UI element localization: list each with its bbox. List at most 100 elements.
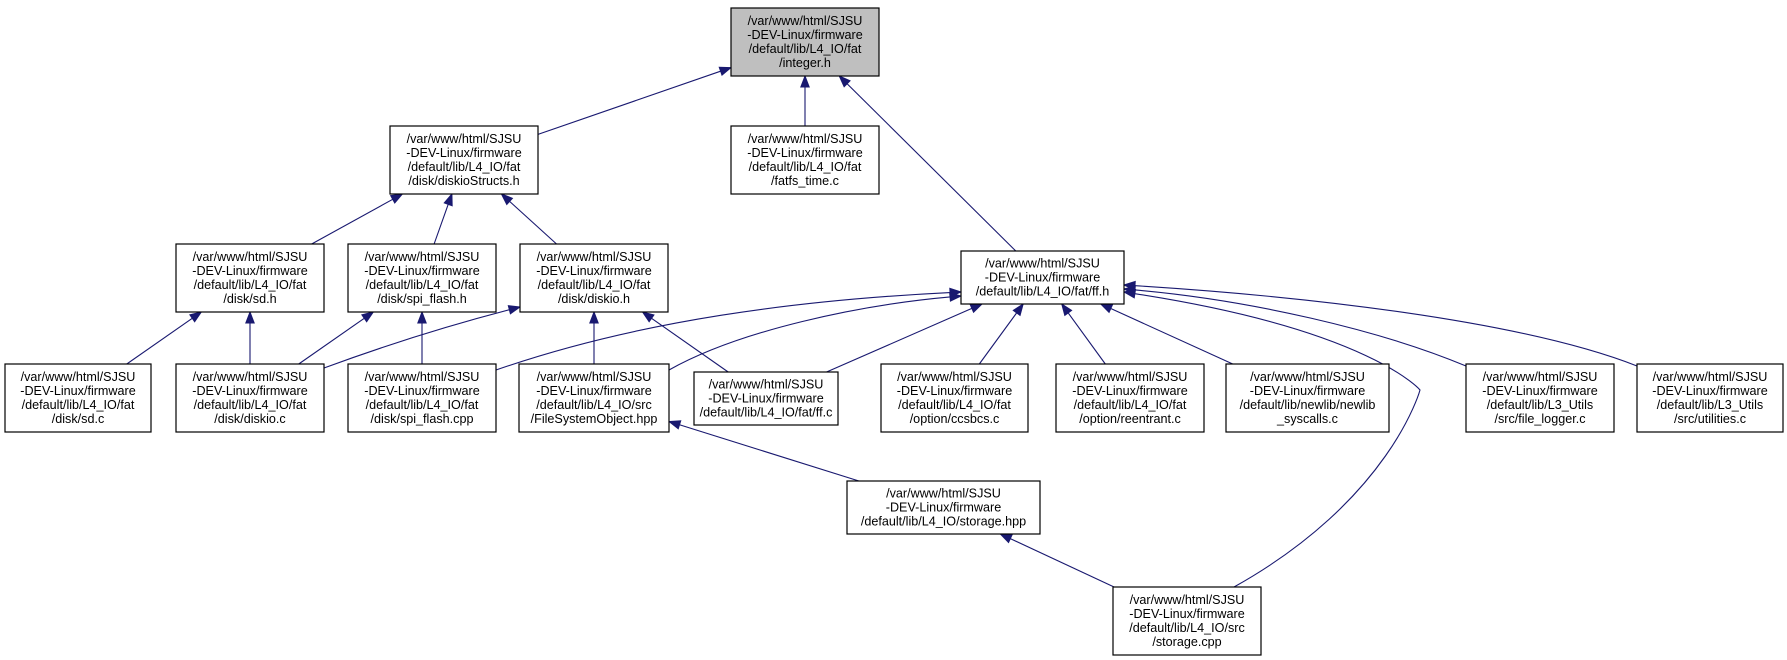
file-node-ff-h-label-line: /var/www/html/SJSU	[985, 257, 1100, 271]
file-node-sd-h-label-line: /default/lib/L4_IO/fat	[194, 278, 307, 292]
edge-newlib-syscalls-c-to-ff-h	[1110, 308, 1233, 365]
file-node-ff-c-label-line: /var/www/html/SJSU	[709, 378, 824, 392]
file-node-spi-flash-cpp-label-line: -DEV-Linux/firmware	[364, 384, 479, 398]
edge-diskioStructs-h-to-integer-h	[537, 70, 721, 135]
file-node-integer-h-label-line: /default/lib/L4_IO/fat	[749, 42, 862, 56]
edge-ff-c-to-ff-h-arrowhead	[969, 303, 984, 314]
edge-storage-hpp-to-FileSystemObject-hpp	[679, 424, 860, 482]
file-node-file-logger-c[interactable]: /var/www/html/SJSU-DEV-Linux/firmware/de…	[1465, 363, 1615, 433]
edge-spi-flash-h-to-diskioStructs-h-arrowhead	[443, 192, 453, 207]
file-node-fatfs-time-c[interactable]: /var/www/html/SJSU-DEV-Linux/firmware/de…	[730, 125, 880, 195]
file-node-newlib-syscalls-c-label-line: /var/www/html/SJSU	[1250, 370, 1365, 384]
file-node-ff-h-label-line: /default/lib/L4_IO/fat/ff.h	[976, 285, 1110, 299]
file-node-diskio-c-label-line: /default/lib/L4_IO/fat	[194, 398, 307, 412]
file-node-diskio-c-label-line: /var/www/html/SJSU	[193, 370, 308, 384]
file-node-sd-h[interactable]: /var/www/html/SJSU-DEV-Linux/firmware/de…	[175, 243, 325, 313]
edge-newlib-syscalls-c-to-ff-h-arrowhead	[1099, 303, 1114, 314]
edge-diskioStructs-h-to-integer-h-arrowhead	[718, 66, 733, 77]
file-node-sd-c-label-line: /var/www/html/SJSU	[21, 370, 136, 384]
edge-reentrant-c-to-ff-h-arrowhead	[1060, 302, 1073, 317]
file-node-ff-h[interactable]: /var/www/html/SJSU-DEV-Linux/firmware/de…	[960, 250, 1125, 305]
file-node-ccsbcs-c-box	[880, 363, 1029, 433]
edge-diskio-c-to-spi-flash-h	[298, 317, 365, 365]
file-node-spi-flash-cpp[interactable]: /var/www/html/SJSU-DEV-Linux/firmware/de…	[347, 363, 497, 433]
file-node-newlib-syscalls-c[interactable]: /var/www/html/SJSU-DEV-Linux/firmware/de…	[1225, 363, 1390, 433]
file-node-storage-cpp[interactable]: /var/www/html/SJSU-DEV-Linux/firmware/de…	[1112, 586, 1262, 656]
file-node-ff-c[interactable]: /var/www/html/SJSU-DEV-Linux/firmware/de…	[693, 371, 839, 426]
edge-diskio-c-to-sd-h-arrowhead	[245, 310, 255, 324]
edge-FileSystemObject-hpp-to-ff-h	[668, 296, 951, 371]
file-node-diskio-h-label-line: /var/www/html/SJSU	[537, 250, 652, 264]
file-node-fatfs-time-c-label-line: /default/lib/L4_IO/fat	[749, 160, 862, 174]
file-node-ff-c-label-line: -DEV-Linux/firmware	[708, 392, 823, 406]
file-node-utilities-c[interactable]: /var/www/html/SJSU-DEV-Linux/firmware/de…	[1636, 363, 1784, 433]
file-node-spi-flash-cpp-label-line: /disk/spi_flash.cpp	[371, 412, 474, 426]
file-node-diskio-h-label-line: /default/lib/L4_IO/fat	[538, 278, 651, 292]
file-node-diskioStructs-h-label-line: -DEV-Linux/firmware	[406, 146, 521, 160]
file-node-ff-c-box	[693, 371, 839, 426]
dependency-edges	[126, 66, 1638, 588]
file-node-diskioStructs-h[interactable]: /var/www/html/SJSU-DEV-Linux/firmware/de…	[389, 125, 539, 195]
file-node-sd-c[interactable]: /var/www/html/SJSU-DEV-Linux/firmware/de…	[4, 363, 152, 433]
edge-fatfs-time-c-to-integer-h-arrowhead	[800, 74, 810, 88]
file-node-storage-cpp-label-line: -DEV-Linux/firmware	[1129, 607, 1244, 621]
file-node-FileSystemObject-hpp-box	[518, 363, 670, 433]
edge-storage-cpp-to-ff-h-arrowhead	[1122, 288, 1137, 299]
edge-storage-cpp-to-storage-hpp	[1010, 538, 1115, 588]
edge-ff-h-to-integer-h	[846, 83, 1017, 252]
file-node-storage-hpp[interactable]: /var/www/html/SJSU-DEV-Linux/firmware/de…	[846, 480, 1041, 535]
file-node-storage-cpp-label-line: /var/www/html/SJSU	[1130, 593, 1245, 607]
file-node-diskio-c-label-line: /disk/diskio.c	[214, 412, 285, 426]
file-node-spi-flash-h-label-line: /disk/spi_flash.h	[377, 292, 467, 306]
file-node-diskio-c-box	[175, 363, 325, 433]
edge-diskio-c-to-diskio-h-arrowhead	[507, 305, 522, 315]
file-node-ccsbcs-c-label-line: -DEV-Linux/firmware	[897, 384, 1012, 398]
file-node-diskio-h[interactable]: /var/www/html/SJSU-DEV-Linux/firmware/de…	[519, 243, 669, 313]
file-node-diskioStructs-h-label-line: /disk/diskioStructs.h	[408, 174, 519, 188]
edge-reentrant-c-to-ff-h	[1067, 312, 1106, 365]
file-node-FileSystemObject-hpp-label-line: /FileSystemObject.hpp	[531, 412, 658, 426]
file-node-sd-h-label-line: /var/www/html/SJSU	[193, 250, 308, 264]
edge-storage-hpp-to-FileSystemObject-hpp-arrowhead	[667, 420, 682, 430]
file-node-FileSystemObject-hpp-label-line: /default/lib/L4_IO/src	[536, 398, 652, 412]
edge-FileSystemObject-hpp-to-diskio-h-arrowhead	[589, 310, 599, 324]
edge-diskio-c-to-diskio-h	[323, 309, 510, 369]
file-node-diskio-c-label-line: -DEV-Linux/firmware	[192, 384, 307, 398]
file-node-newlib-syscalls-c-box	[1225, 363, 1390, 433]
file-node-sd-h-box	[175, 243, 325, 313]
file-node-spi-flash-h[interactable]: /var/www/html/SJSU-DEV-Linux/firmware/de…	[347, 243, 497, 313]
file-node-integer-h-box	[730, 7, 880, 77]
file-node-diskio-c[interactable]: /var/www/html/SJSU-DEV-Linux/firmware/de…	[175, 363, 325, 433]
edge-file-logger-c-to-ff-h	[1134, 289, 1467, 367]
file-node-ccsbcs-c[interactable]: /var/www/html/SJSU-DEV-Linux/firmware/de…	[880, 363, 1029, 433]
file-node-reentrant-c-label-line: -DEV-Linux/firmware	[1072, 384, 1187, 398]
file-node-integer-h-label-line: -DEV-Linux/firmware	[747, 28, 862, 42]
file-node-ff-c-label-line: /default/lib/L4_IO/fat/ff.c	[700, 406, 833, 420]
file-node-newlib-syscalls-c-label-line: -DEV-Linux/firmware	[1250, 384, 1365, 398]
file-nodes: /var/www/html/SJSU-DEV-Linux/firmware/de…	[4, 7, 1784, 656]
file-node-storage-cpp-label-line: /storage.cpp	[1152, 635, 1221, 649]
edge-sd-h-to-diskioStructs-h-arrowhead	[389, 193, 404, 204]
edge-spi-flash-cpp-to-spi-flash-h-arrowhead	[417, 310, 427, 324]
file-node-diskio-h-label-line: /disk/diskio.h	[558, 292, 630, 306]
edge-diskio-c-to-spi-flash-h-arrowhead	[361, 311, 375, 323]
file-node-reentrant-c-label-line: /default/lib/L4_IO/fat	[1074, 398, 1187, 412]
edge-utilities-c-to-ff-h-arrowhead	[1122, 280, 1136, 291]
file-node-ccsbcs-c-label-line: /default/lib/L4_IO/fat	[898, 398, 1011, 412]
file-node-reentrant-c[interactable]: /var/www/html/SJSU-DEV-Linux/firmware/de…	[1055, 363, 1205, 433]
file-node-integer-h[interactable]: /var/www/html/SJSU-DEV-Linux/firmware/de…	[730, 7, 880, 77]
file-node-utilities-c-label-line: /default/lib/L3_Utils	[1657, 398, 1763, 412]
file-node-utilities-c-box	[1636, 363, 1784, 433]
file-node-utilities-c-label-line: /src/utilities.c	[1674, 412, 1746, 426]
file-node-FileSystemObject-hpp[interactable]: /var/www/html/SJSU-DEV-Linux/firmware/de…	[518, 363, 670, 433]
file-node-sd-h-label-line: /disk/sd.h	[223, 292, 276, 306]
file-node-storage-cpp-label-line: /default/lib/L4_IO/src	[1129, 621, 1245, 635]
file-node-ccsbcs-c-label-line: /option/ccsbcs.c	[910, 412, 1000, 426]
edge-sd-h-to-diskioStructs-h	[311, 198, 393, 245]
file-node-ff-h-label-line: -DEV-Linux/firmware	[985, 271, 1100, 285]
edge-storage-cpp-to-ff-h	[1134, 293, 1421, 588]
file-node-reentrant-c-box	[1055, 363, 1205, 433]
file-node-sd-c-label-line: /default/lib/L4_IO/fat	[22, 398, 135, 412]
edge-sd-c-to-sd-h	[126, 317, 193, 365]
edge-spi-flash-cpp-to-ff-h	[495, 291, 951, 371]
